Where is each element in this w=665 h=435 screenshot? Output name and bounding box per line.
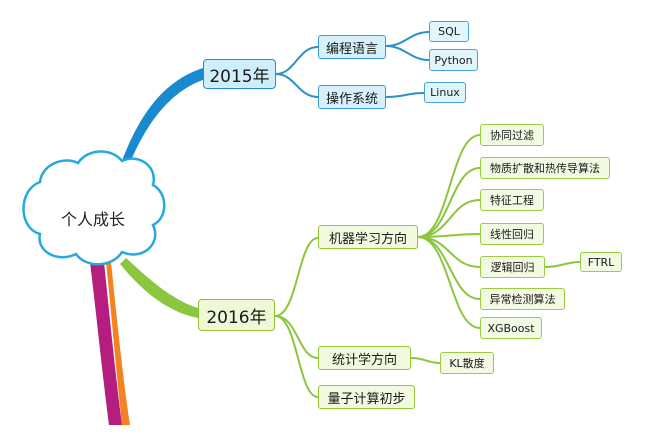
link-2016-quantum — [274, 315, 319, 398]
topic-sql[interactable]: SQL — [429, 21, 469, 42]
link-ml-logistic — [417, 236, 481, 268]
topic-collaborative-filtering[interactable]: 协同过滤 — [480, 124, 544, 146]
root-branch-2016 — [120, 258, 198, 318]
topic-2015[interactable]: 2015年 — [203, 59, 276, 89]
topic-operating-systems[interactable]: 操作系统 — [318, 85, 386, 109]
topic-kl-divergence[interactable]: KL散度 — [440, 352, 494, 374]
root-branch-orange — [106, 262, 130, 425]
topic-programming-languages[interactable]: 编程语言 — [318, 35, 386, 59]
link-ml-xgboost — [417, 236, 481, 329]
topic-diffusion-heat-conduction[interactable]: 物质扩散和热传导算法 — [480, 157, 610, 179]
topic-xgboost[interactable]: XGBoost — [480, 317, 542, 339]
root-branch-magenta — [90, 262, 122, 425]
link-2016-ml — [274, 237, 319, 317]
link-ml-anomaly — [417, 236, 481, 300]
topic-logistic-regression[interactable]: 逻辑回归 — [480, 256, 545, 278]
link-programming-sql — [385, 31, 430, 47]
link-programming-python — [385, 45, 430, 61]
link-ml-diffusion — [417, 167, 481, 238]
cloud-shape — [22, 150, 166, 266]
topic-linear-regression[interactable]: 线性回归 — [480, 223, 544, 245]
topic-python[interactable]: Python — [429, 49, 478, 71]
topic-statistics[interactable]: 统计学方向 — [318, 346, 411, 370]
topic-ftrl[interactable]: FTRL — [580, 252, 622, 272]
topic-machine-learning[interactable]: 机器学习方向 — [318, 225, 418, 249]
link-ml-cf — [417, 134, 481, 238]
link-2015-os — [275, 73, 319, 98]
link-os-linux — [385, 92, 425, 98]
link-stats-kl — [410, 357, 441, 364]
topic-linux[interactable]: Linux — [424, 82, 466, 103]
topic-quantum-computing[interactable]: 量子计算初步 — [318, 385, 415, 409]
topic-2016[interactable]: 2016年 — [198, 299, 275, 331]
topic-feature-engineering[interactable]: 特征工程 — [480, 189, 544, 211]
root-topic[interactable]: 个人成长 — [60, 210, 125, 229]
link-logistic-ftrl — [544, 261, 581, 268]
link-2015-programming — [275, 46, 319, 75]
topic-anomaly-detection[interactable]: 异常检测算法 — [480, 288, 565, 310]
